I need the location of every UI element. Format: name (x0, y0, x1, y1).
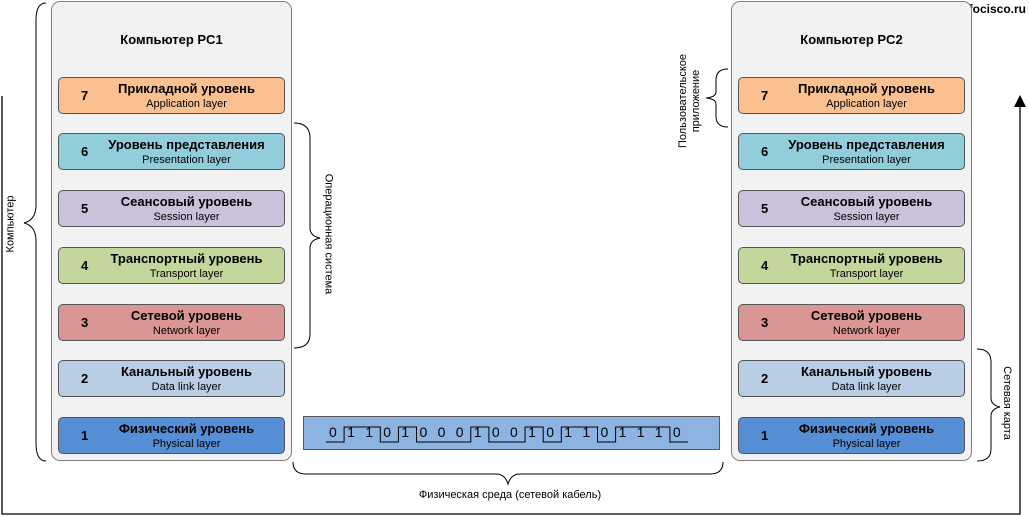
arrow-head (1014, 95, 1026, 107)
layer-name-ru: Транспортный уровень (110, 251, 263, 266)
layer-name-ru: Канальный уровень (800, 364, 933, 379)
layer-number: 3 (761, 315, 769, 330)
layer-name-ru: Физический уровень (118, 421, 255, 436)
layer-number: 1 (761, 428, 769, 443)
layer-number: 5 (81, 201, 89, 216)
bracket-user-app (705, 68, 729, 128)
layer-number: 7 (81, 88, 89, 103)
layer-name-ru: Транспортный уровень (790, 251, 943, 266)
pc2-title: Компьютер PC2 (800, 32, 903, 47)
layer-name-ru: Уровень представления (108, 137, 265, 152)
bit: 1 (473, 424, 482, 440)
signal-waveform (326, 426, 688, 443)
layer-number: 4 (761, 258, 769, 273)
layer-name-ru: Уровень представления (788, 137, 945, 152)
bit: 1 (564, 424, 573, 440)
layer-name-en: Physical layer (832, 438, 901, 450)
medium-label: Физическая среда (сетевой кабель) (418, 489, 602, 501)
layer-number: 3 (81, 315, 89, 330)
layer-name-ru: Сеансовый уровень (120, 194, 253, 209)
bracket-os (293, 122, 321, 349)
bit: 0 (455, 424, 464, 440)
layer-name-ru: Сеансовый уровень (800, 194, 933, 209)
signal-line (326, 426, 688, 443)
layer-name-en: Session layer (833, 211, 900, 223)
bit: 1 (636, 424, 645, 440)
brand-label: infocisco.ru (957, 2, 1026, 16)
bracket-computer (23, 2, 47, 462)
layer-name-en: Data link layer (151, 381, 222, 393)
layer-name-en: Physical layer (152, 438, 221, 450)
layer-number: 1 (81, 428, 89, 443)
bit: 1 (401, 424, 410, 440)
layer-name-en: Presentation layer (822, 154, 911, 166)
layer-number: 6 (81, 144, 89, 159)
layer-number: 2 (81, 371, 89, 386)
bit: 1 (618, 424, 627, 440)
layer-name-ru: Канальный уровень (120, 364, 253, 379)
bit: 1 (582, 424, 591, 440)
bracket-medium (292, 461, 724, 486)
layer-name-en: Transport layer (829, 268, 904, 280)
layer-name-en: Session layer (153, 211, 220, 223)
layer-name-en: Data link layer (831, 381, 902, 393)
bit: 0 (510, 424, 518, 440)
layer-name-ru: Сетевой уровень (130, 308, 243, 323)
bit: 1 (654, 424, 663, 440)
layer-name-en: Presentation layer (142, 154, 231, 166)
layer-name-ru: Сетевой уровень (810, 308, 923, 323)
bit: 1 (365, 424, 373, 440)
layer-number: 4 (81, 258, 89, 273)
layer-name-en: Application layer (826, 98, 907, 110)
data-flow-arrow (1, 96, 1021, 515)
layer-name-en: Network layer (832, 325, 901, 337)
layer-name-ru: Прикладной уровень (118, 81, 255, 96)
bit: 1 (528, 424, 536, 440)
os-label: Операционная система (322, 173, 335, 295)
layer-number: 6 (761, 144, 769, 159)
bit: 0 (491, 424, 500, 440)
bit: 0 (419, 424, 428, 440)
layer-name-ru: Физический уровень (798, 421, 935, 436)
layer-number: 7 (761, 88, 769, 103)
bit: 0 (546, 424, 554, 440)
bit: 0 (437, 424, 446, 440)
layer-name-ru: Прикладной уровень (798, 81, 935, 96)
bracket-nic (976, 348, 1001, 462)
bit: 0 (672, 424, 681, 440)
layer-number: 5 (761, 201, 769, 216)
bit: 0 (600, 424, 609, 440)
layer-name-en: Network layer (152, 325, 221, 337)
computer-label: Компьютер (4, 195, 17, 253)
pc1-title: Компьютер PC1 (120, 32, 223, 47)
nic-label: Сетевая карта (1000, 366, 1013, 440)
bit: 0 (383, 424, 392, 440)
layer-name-en: Transport layer (149, 268, 224, 280)
bit: 1 (347, 424, 355, 440)
layer-name-en: Application layer (146, 98, 227, 110)
user-app-label: Пользовательское приложение (677, 53, 703, 149)
bit: 0 (329, 424, 337, 440)
layer-number: 2 (761, 371, 769, 386)
